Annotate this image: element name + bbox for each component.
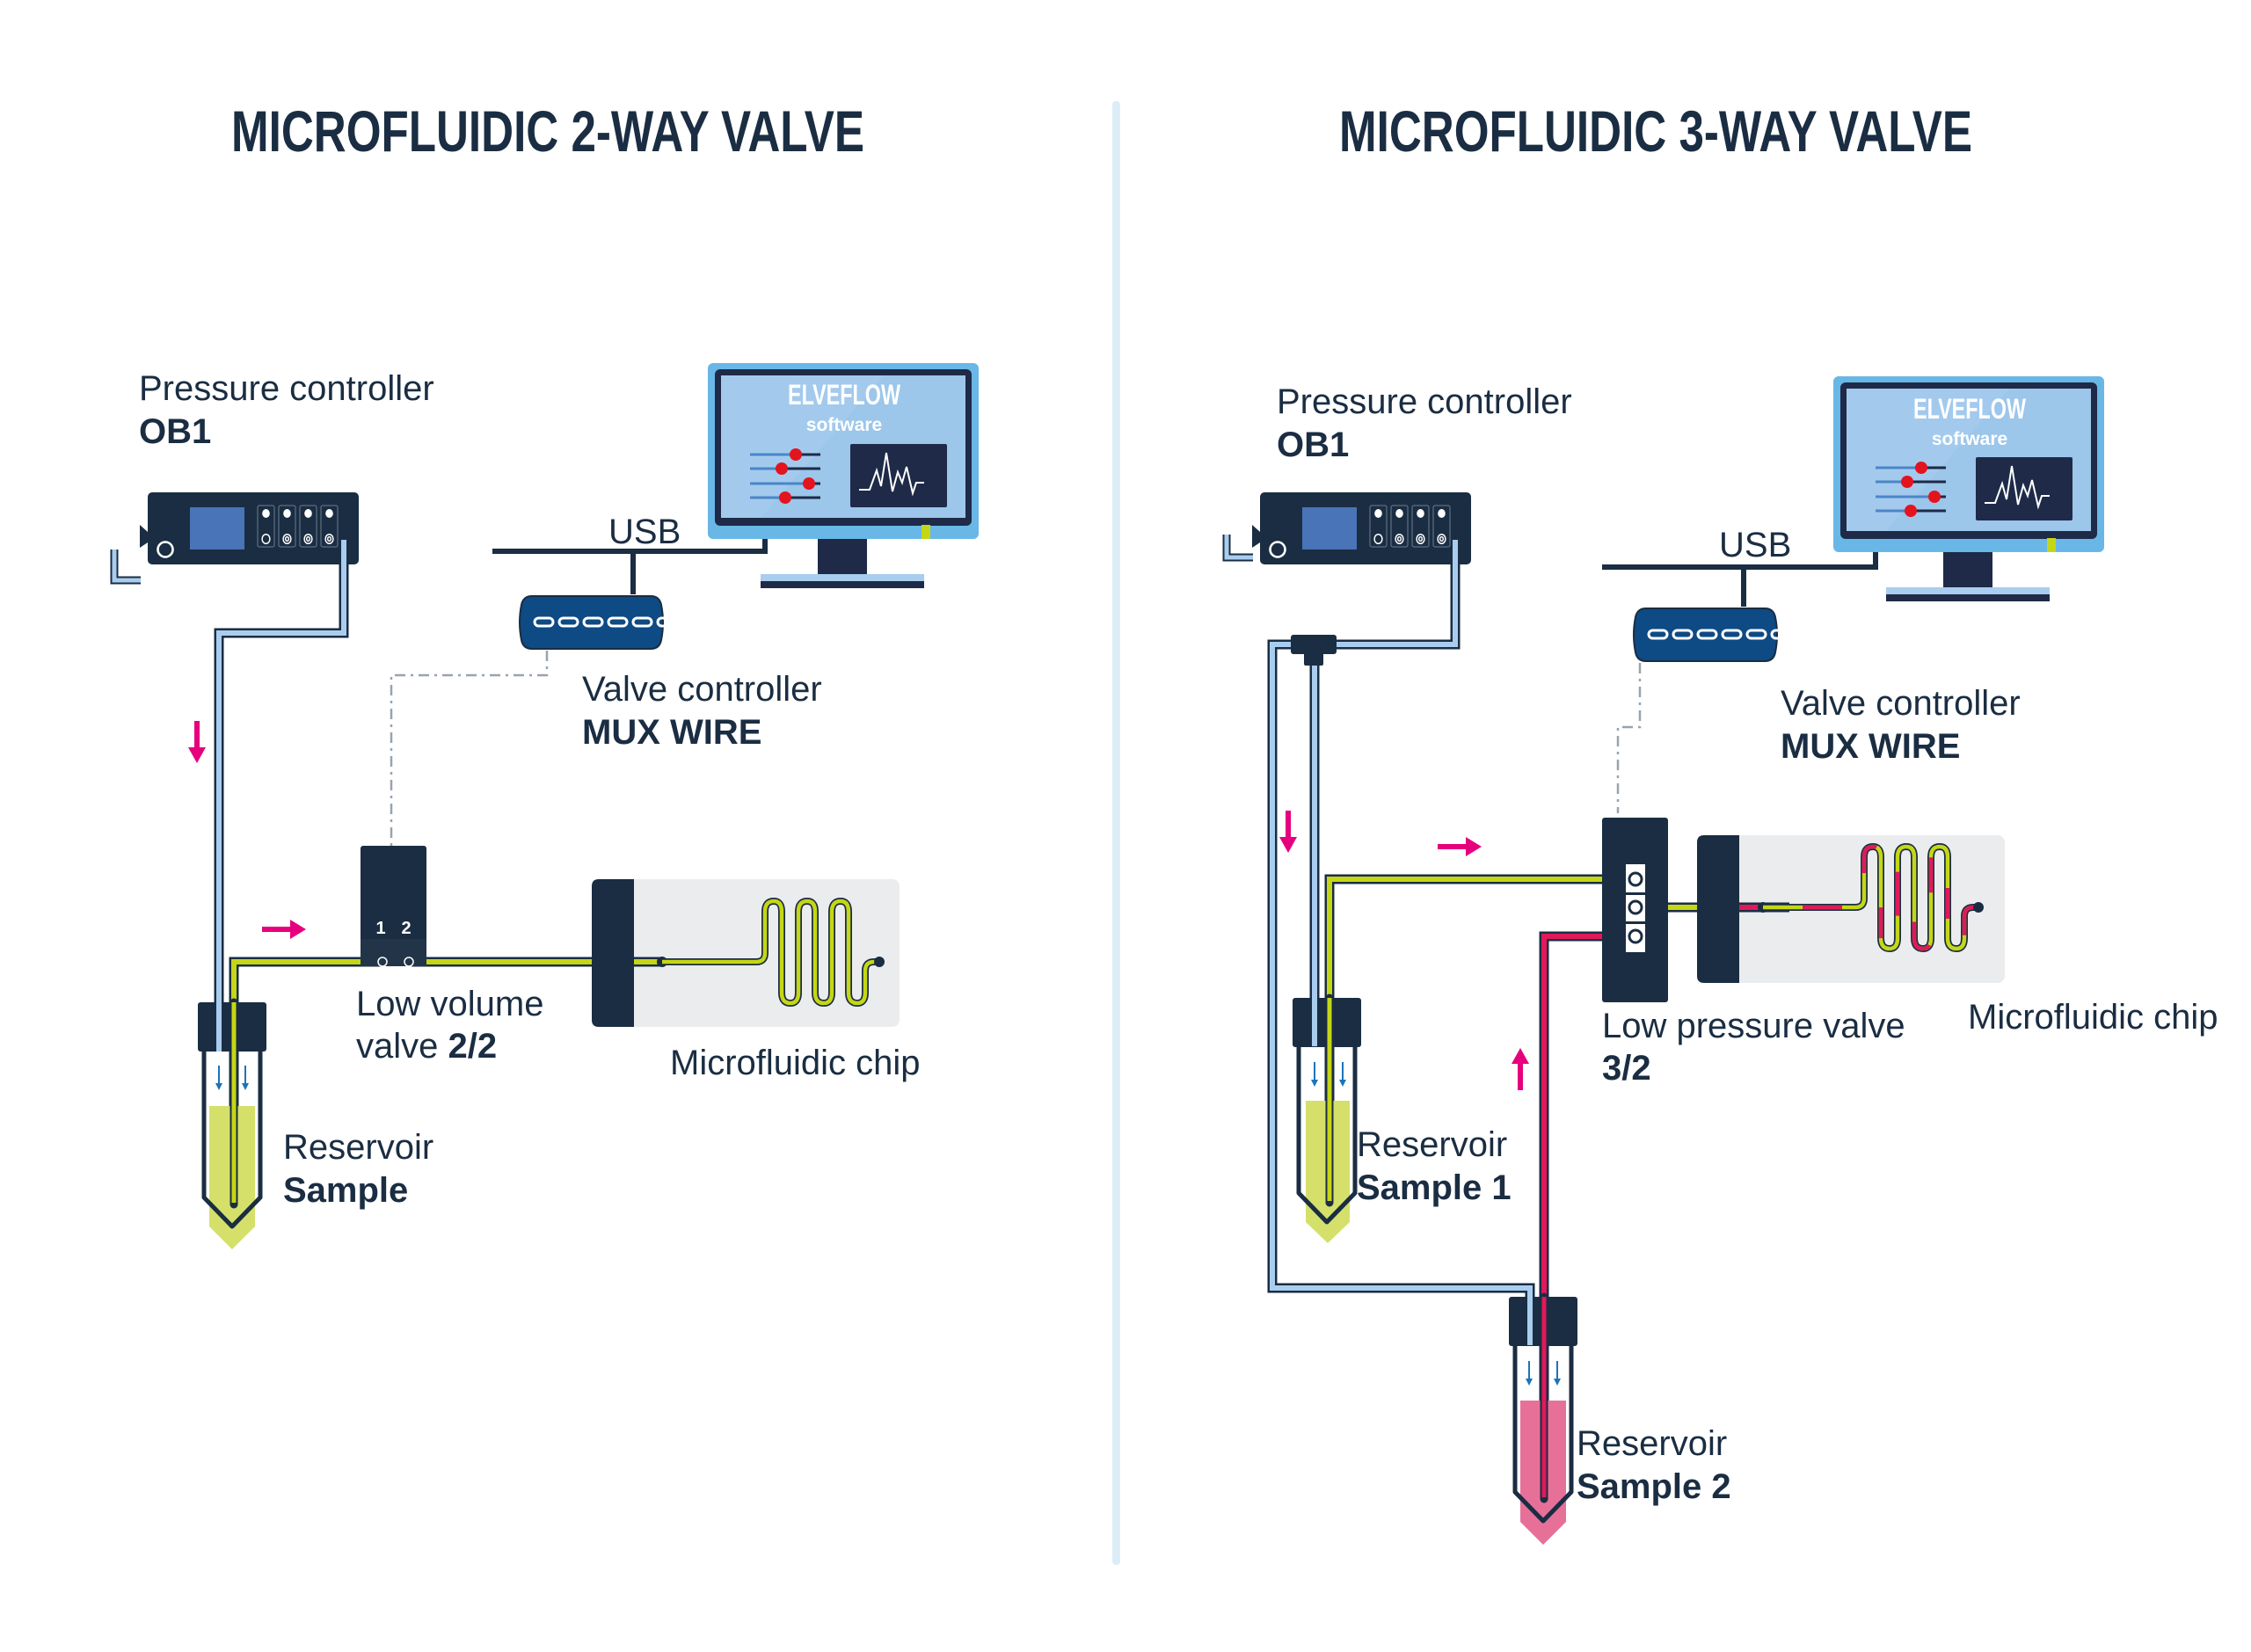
monitor-brand: ELVEFLOW — [788, 379, 901, 411]
air-inlet-icon — [110, 549, 141, 585]
gas-arrow-icon — [1311, 1062, 1318, 1087]
valve-controller-label: Valve controller — [1781, 684, 2021, 723]
flow-arrow-down-icon — [1279, 811, 1297, 853]
pressure-tube — [214, 540, 349, 1051]
elveflow-software-monitor: ELVEFLOW software — [706, 361, 980, 590]
microfluidic-chip — [1697, 835, 2005, 983]
valve-label-line2: valve 2/2 — [356, 1027, 497, 1066]
mux-wire-valve-controller — [1632, 607, 1841, 663]
monitor-subtitle: software — [1932, 429, 2007, 449]
reservoir-2-label: Reservoir — [1577, 1424, 1727, 1463]
pressure-controller-label: Pressure controller — [1277, 382, 1572, 421]
valve-controller-model: MUX WIRE — [1781, 727, 1960, 766]
section-divider — [1112, 101, 1120, 1565]
reservoir-label: Reservoir — [283, 1128, 433, 1167]
valve-port-1: 1 — [375, 919, 385, 938]
pressure-controller-model: OB1 — [1277, 426, 1349, 464]
pressure-controller-model: OB1 — [139, 412, 211, 451]
flow-arrow-up-icon — [1512, 1048, 1529, 1090]
reservoir-1-label: Reservoir — [1357, 1125, 1507, 1164]
reservoir-2-name: Sample 2 — [1577, 1467, 1731, 1506]
flow-arrow-down-icon — [188, 721, 206, 763]
panel-title: MICROFLUIDIC 2-WAY VALVE — [231, 98, 864, 164]
panel-2-way-valve: MICROFLUIDIC 2-WAY VALVE Pressure contro… — [110, 98, 980, 1249]
valve-controller-label: Valve controller — [582, 670, 822, 709]
pressure-tube — [1267, 540, 1535, 1319]
elveflow-software-monitor: ELVEFLOW software — [1832, 375, 2106, 603]
monitor-brand: ELVEFLOW — [1913, 393, 2027, 425]
pressure-controller-label: Pressure controller — [139, 369, 434, 408]
chip-label: Microfluidic chip — [1968, 998, 2218, 1037]
valve-controller-model: MUX WIRE — [582, 713, 761, 752]
microfluidic-chip — [592, 879, 900, 1027]
reservoir-sample-2 — [1509, 1292, 1577, 1545]
valve-label-line2: 3/2 — [1602, 1049, 1651, 1088]
control-wire — [390, 651, 549, 846]
gas-arrow-icon — [242, 1066, 249, 1090]
usb-cable — [1602, 545, 1878, 607]
reservoir-1-name: Sample 1 — [1357, 1168, 1512, 1207]
monitor-subtitle: software — [806, 415, 882, 435]
flow-arrow-right-icon — [1438, 837, 1482, 856]
low-pressure-valve-3-2 — [1602, 818, 1668, 1002]
reservoir-name: Sample — [283, 1171, 408, 1210]
gas-arrow-icon — [1339, 1062, 1346, 1087]
gas-arrow-icon — [1554, 1361, 1561, 1386]
usb-label: USB — [608, 513, 681, 551]
reservoir-sample-1 — [1293, 993, 1361, 1243]
panel-3-way-valve: MICROFLUIDIC 3-WAY VALVE Pressure contro… — [1222, 98, 2218, 1545]
gas-arrow-icon — [1526, 1361, 1533, 1386]
control-wire — [1616, 663, 1642, 813]
air-inlet-icon — [1222, 535, 1253, 562]
chip-label: Microfluidic chip — [670, 1044, 921, 1082]
usb-label: USB — [1719, 526, 1791, 564]
panel-title: MICROFLUIDIC 3-WAY VALVE — [1339, 98, 1972, 164]
t-connector — [1291, 635, 1337, 666]
reservoir-sample — [198, 998, 266, 1249]
valve-label-line1: Low pressure valve — [1602, 1007, 1905, 1045]
valve-label-line1: Low volume — [356, 985, 543, 1023]
low-volume-valve-2-2: 1 2 — [361, 846, 426, 967]
ob1-pressure-controller — [138, 491, 361, 566]
ob1-pressure-controller — [1250, 491, 1473, 566]
valve-port-2: 2 — [401, 919, 411, 938]
flow-arrow-right-icon — [262, 920, 306, 939]
mux-wire-valve-controller — [518, 594, 727, 651]
